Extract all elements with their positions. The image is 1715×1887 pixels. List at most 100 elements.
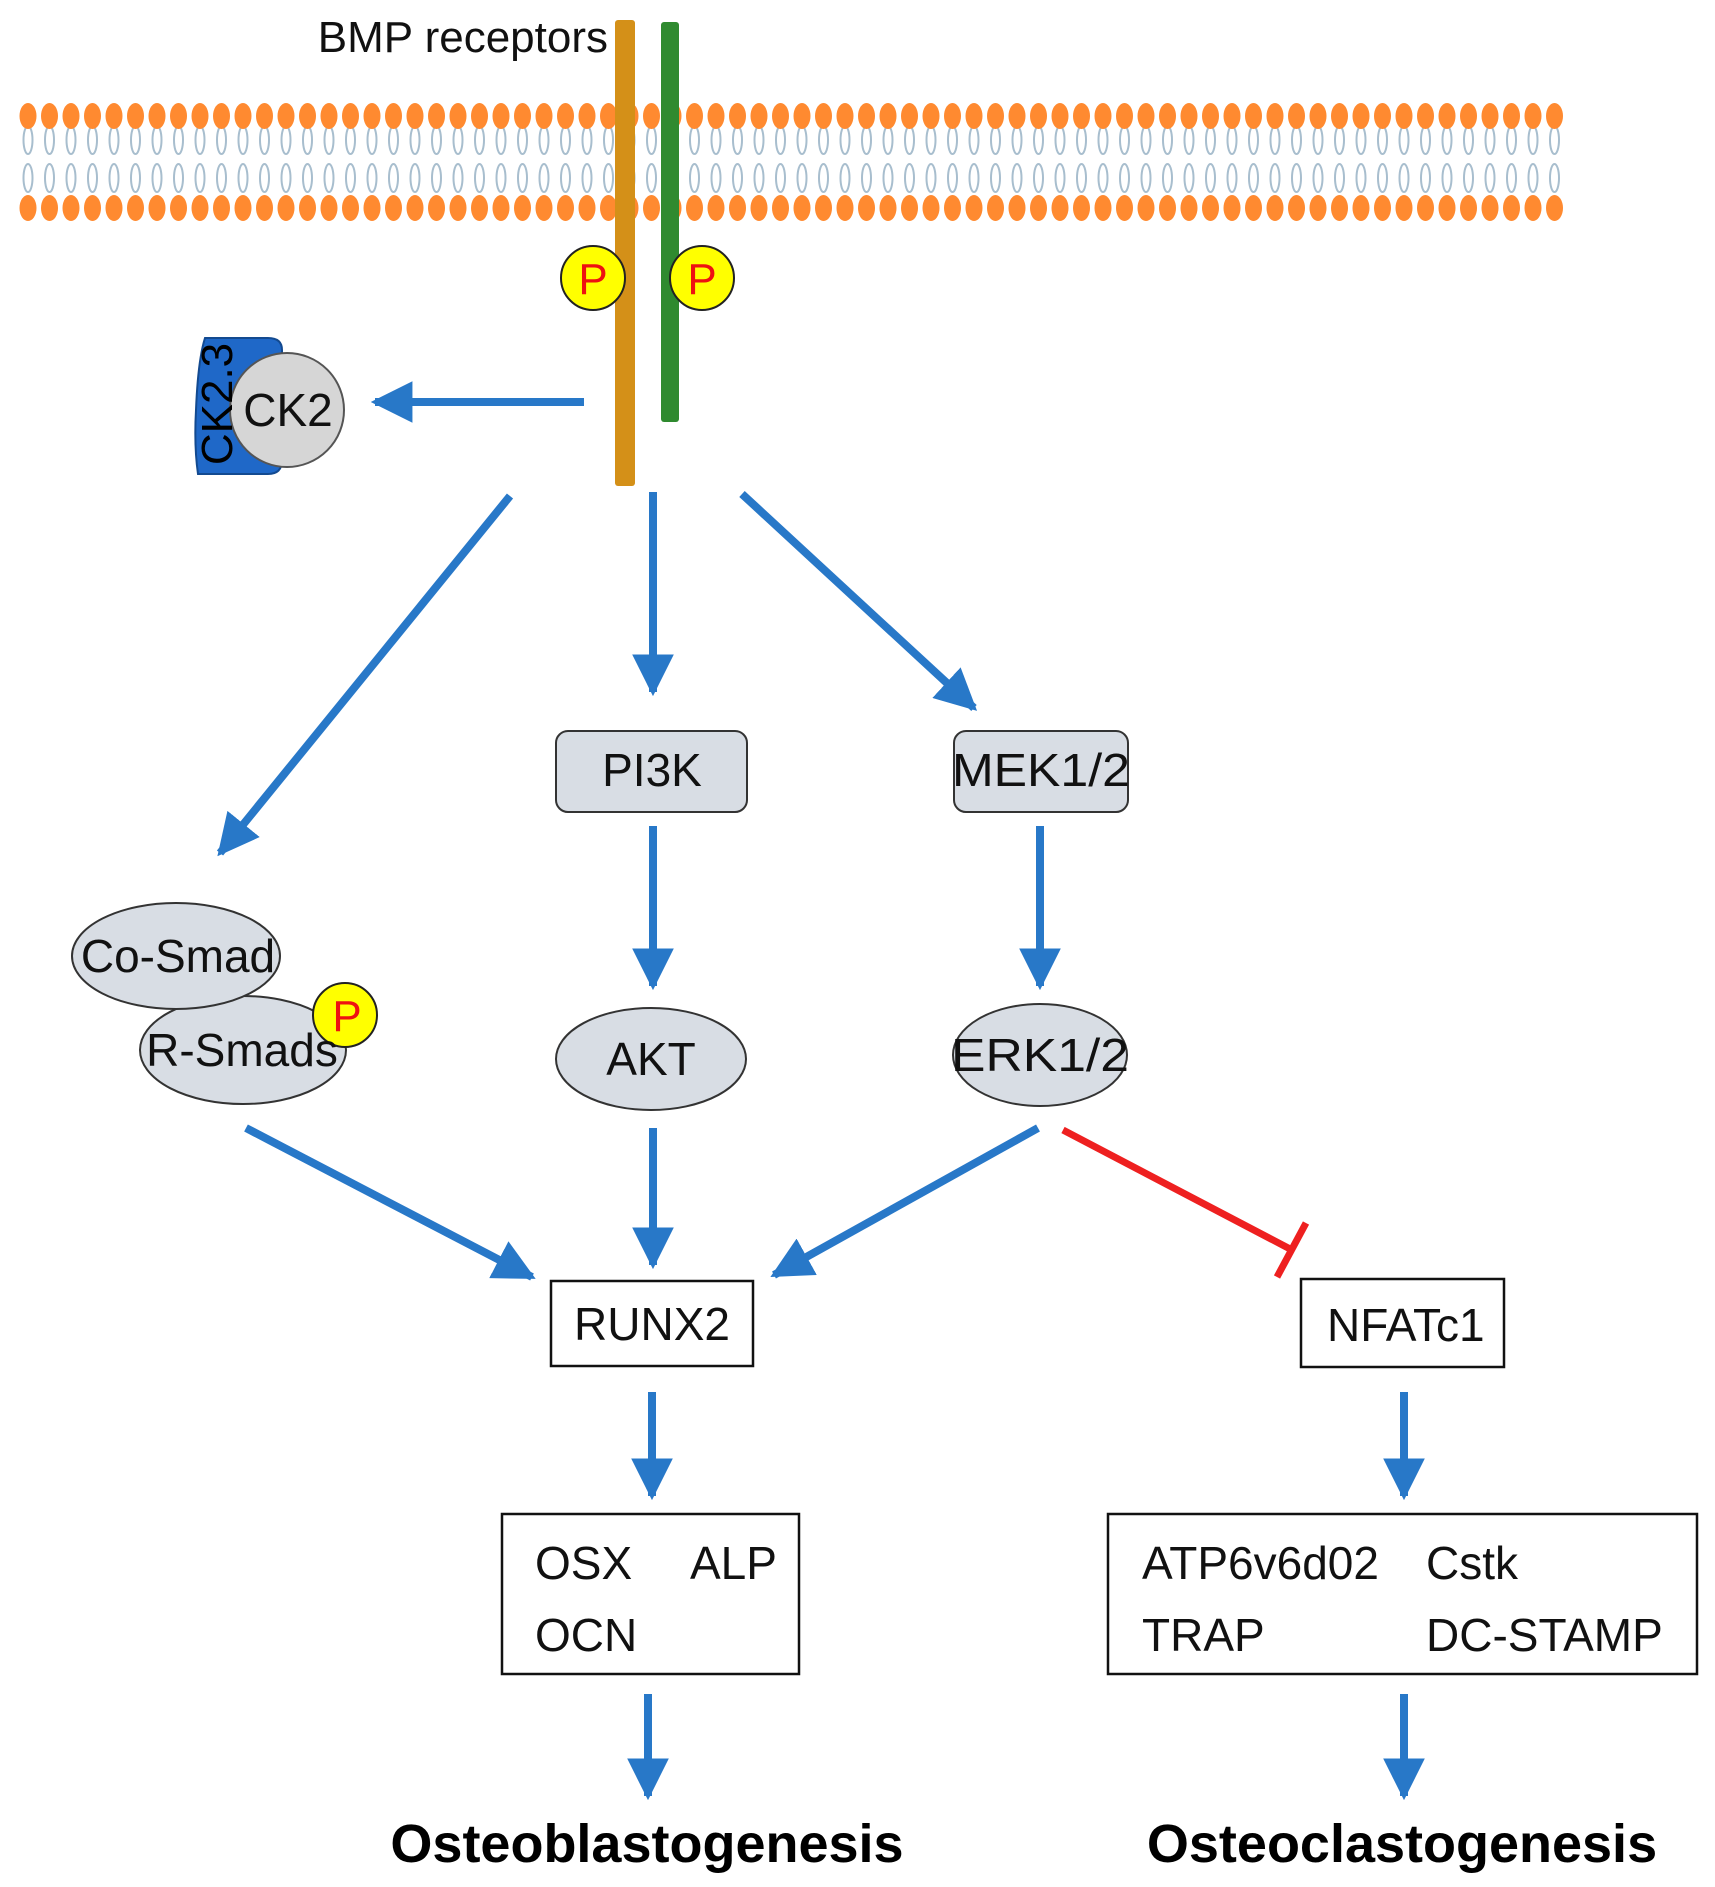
lipid-tail [560, 125, 571, 155]
lipid-head [686, 103, 703, 129]
lipid-tail [452, 163, 464, 193]
lipid-head [1094, 195, 1112, 221]
lipid-head [471, 103, 488, 129]
lipid-head [922, 195, 940, 221]
lipid-head [1180, 103, 1198, 129]
lipid-head [1546, 103, 1563, 129]
lipid-head [256, 103, 273, 129]
lipid-tail [1248, 125, 1259, 155]
lipid-tail [1463, 163, 1474, 193]
lipid-head [1309, 195, 1327, 221]
lipid-head [686, 195, 703, 221]
lipid-head [1137, 103, 1155, 129]
mek-label: MEK1/2 [952, 744, 1130, 796]
lipid-head [1546, 195, 1563, 221]
lipid-tail [1076, 163, 1087, 193]
lipid-head [363, 103, 381, 129]
lipid-head [1460, 195, 1477, 221]
lipid-head [987, 195, 1004, 221]
lipid-head [535, 103, 553, 129]
lipid-tail [194, 163, 206, 193]
lipid-tail [904, 125, 915, 155]
lipid-tail [87, 125, 98, 155]
ck2-label: CK2 [243, 384, 332, 436]
osteoclast-target-genes: ATP6v6d02 Cstk TRAP DC-STAMP [1106, 1512, 1699, 1676]
mek-node: MEK1/2 [952, 730, 1130, 813]
lipid-head [191, 103, 209, 129]
lipid-tail [1097, 163, 1109, 193]
lipid-tail [990, 163, 1001, 193]
lipid-tail [1355, 163, 1367, 193]
lipid-tail [474, 125, 485, 155]
lipid-tail [1269, 163, 1281, 193]
lipid-tail [968, 125, 980, 155]
lipid-head [1331, 103, 1348, 129]
lipid-tail [108, 125, 120, 155]
lipid-head [1524, 195, 1542, 221]
lipid-head [277, 195, 295, 221]
lipid-tail [323, 163, 335, 193]
bmp-receptors: BMP receptors [318, 13, 679, 486]
lipid-head [277, 103, 295, 129]
lipid-head [1309, 103, 1327, 129]
lipid-tail [216, 163, 227, 193]
lipid-head [772, 195, 789, 221]
alp-label: ALP [690, 1537, 777, 1589]
lipid-head [1331, 195, 1348, 221]
lipid-head [19, 103, 37, 129]
lipid-head [1116, 195, 1133, 221]
phospho-label: P [578, 255, 607, 304]
lipid-head [1159, 195, 1176, 221]
lipid-tail [1549, 125, 1560, 155]
lipid-head [922, 103, 940, 129]
lipid-head [1288, 103, 1305, 129]
lipid-tail [151, 163, 163, 193]
lipid-head [1417, 195, 1434, 221]
lipid-tail [495, 125, 507, 155]
lipid-tail [237, 163, 249, 193]
lipid-head [815, 103, 832, 129]
lipid-tail [1205, 163, 1216, 193]
pi3k-node: PI3K [555, 730, 748, 813]
lipid-head [815, 195, 832, 221]
lipid-head [514, 195, 531, 221]
lipid-head [1051, 195, 1069, 221]
lipid-tail [1527, 163, 1539, 193]
lipid-head [836, 103, 854, 129]
lipid-tail [259, 125, 270, 155]
lipid-head [1137, 195, 1155, 221]
arrow-smads-to-runx2 [244, 1124, 536, 1281]
lipid-tail [818, 125, 829, 155]
lipid-tail [173, 163, 184, 193]
lipid-tail [44, 125, 55, 155]
trap-label: TRAP [1142, 1609, 1265, 1661]
lipid-head [170, 103, 187, 129]
lipid-tail [388, 125, 399, 155]
lipid-tail [1377, 125, 1388, 155]
lipid-head [707, 195, 725, 221]
lipid-tail [22, 125, 34, 155]
lipid-tail [882, 163, 894, 193]
lipid-head [535, 195, 553, 221]
lipid-head [1116, 103, 1133, 129]
lipid-head [965, 195, 983, 221]
akt-node: AKT [555, 1007, 747, 1111]
lipid-head [1374, 195, 1391, 221]
lipid-head [320, 195, 338, 221]
lipid-tail [818, 163, 829, 193]
lipid-head [643, 195, 660, 221]
osteoclastogenesis-label: Osteoclastogenesis [1147, 1814, 1657, 1874]
ocn-label: OCN [535, 1609, 637, 1661]
lipid-head [750, 195, 768, 221]
lipid-tail [689, 163, 700, 193]
lipid-head [299, 195, 316, 221]
lipid-tail [947, 163, 958, 193]
lipid-tail [732, 125, 743, 155]
akt-label: AKT [606, 1033, 695, 1085]
lipid-tail [87, 163, 98, 193]
lipid-tail [947, 125, 958, 155]
lipid-head [234, 103, 252, 129]
lipid-head [1008, 195, 1026, 221]
ck2-complex: CK2 CK2.3 [193, 337, 345, 475]
lipid-head [557, 195, 574, 221]
